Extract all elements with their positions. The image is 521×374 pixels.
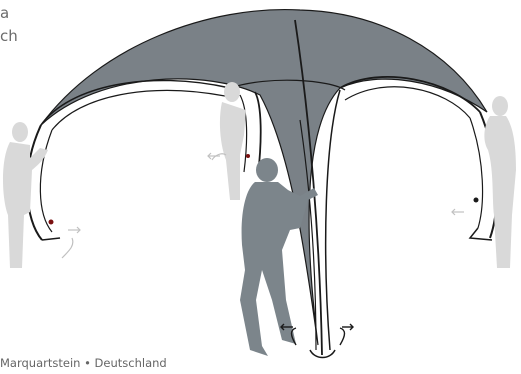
footer-location-name: Marquartstein [0,356,80,370]
back-valve [246,154,250,158]
person-left [3,122,48,268]
right-valve [474,198,479,203]
left-valve [49,220,54,225]
person-right [484,96,516,268]
footer-country: Deutschland [95,356,167,370]
footer-separator: • [84,356,91,370]
footer-location: Marquartstein • Deutschland [0,356,167,370]
